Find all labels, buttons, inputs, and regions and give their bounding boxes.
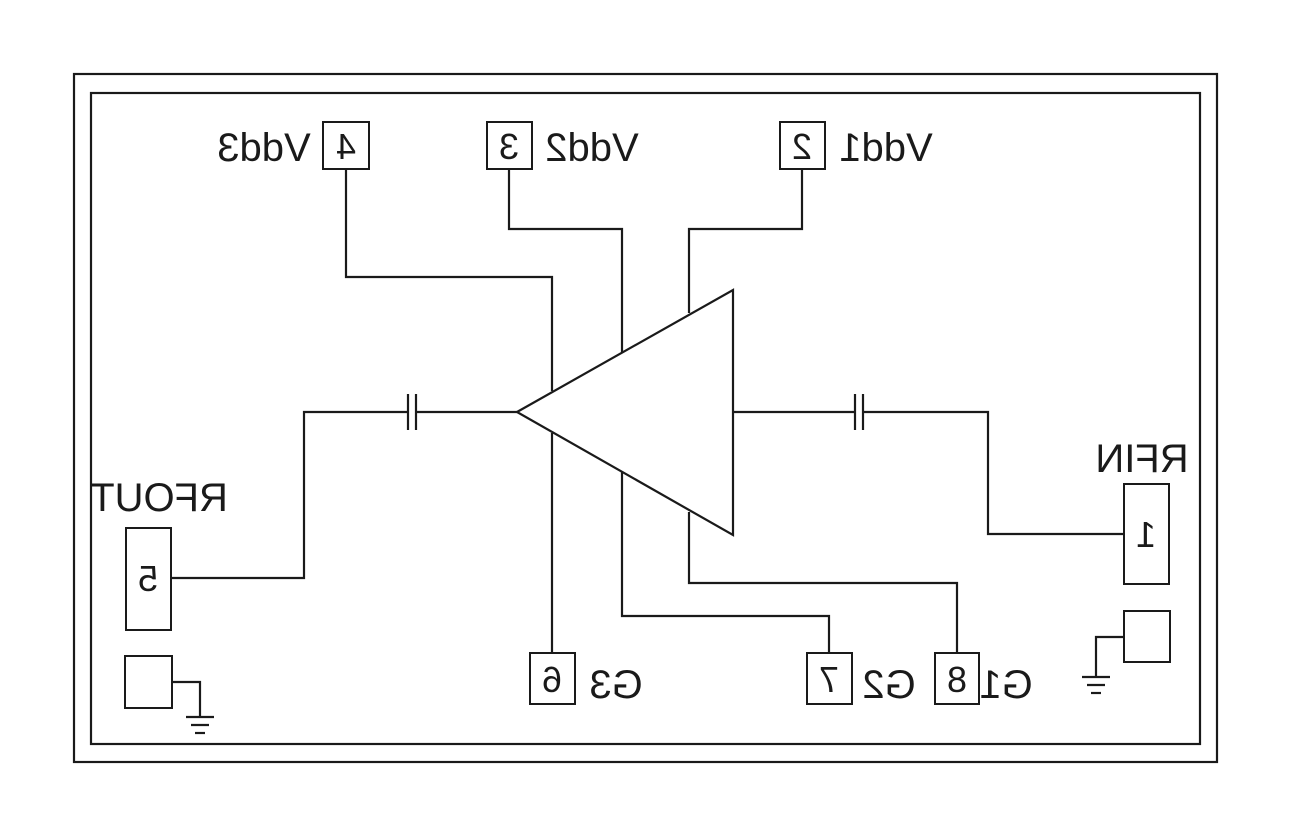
pin-5-box [125, 527, 172, 631]
pin-5: 5 RFOUT [90, 476, 228, 631]
pin-1: 1 RFIN [1095, 437, 1189, 585]
ground-icon [1082, 675, 1110, 695]
ground-pad-right [1082, 610, 1171, 695]
pin-5-number: 5 [138, 558, 158, 599]
pin-6-name: G3 [589, 663, 642, 707]
pin-8-number: 8 [947, 659, 967, 700]
g2-trace [620, 472, 831, 653]
pin-3-name: Vdd2 [545, 126, 638, 170]
pin-4-box [322, 121, 370, 170]
ground-pad-right-box [1123, 610, 1171, 663]
pin-5-name: RFOUT [90, 476, 228, 520]
ground-icon [186, 715, 214, 735]
pin-1-name: RFIN [1095, 437, 1188, 481]
ground-pad-left [124, 655, 214, 735]
pin-8-box [934, 652, 980, 705]
rfout-trace [171, 394, 517, 580]
package-outline [72, 72, 1219, 764]
pin-7-number: 7 [819, 659, 839, 700]
rfin-trace [733, 394, 1124, 536]
pin-3: 3 Vdd2 [486, 121, 639, 170]
pin-8: 8 G1 [934, 652, 1033, 707]
pin-2-number: 2 [792, 126, 812, 167]
pin-4-name: Vdd3 [217, 126, 310, 170]
pin-2: 2 Vdd1 [779, 121, 933, 170]
pin-3-number: 3 [499, 126, 519, 167]
pin-8-name: G1 [979, 663, 1032, 707]
pin-2-box [779, 121, 826, 170]
pin-7: 7 G2 [806, 652, 916, 707]
pin-6-box [529, 652, 576, 705]
amplifier-triangle-icon [514, 288, 735, 537]
g1-trace [687, 512, 959, 653]
pin-6: 6 G3 [529, 652, 643, 707]
pin-1-number: 1 [1136, 514, 1156, 555]
pin-2-name: Vdd1 [839, 126, 932, 170]
pin-4: 4 Vdd3 [217, 121, 370, 170]
ground-pad-left-box [124, 655, 173, 709]
vdd1-trace [687, 169, 804, 313]
vdd3-trace [344, 169, 554, 391]
pin-1-box [1123, 483, 1170, 585]
pin-7-name: G2 [862, 663, 915, 707]
pin-7-box [806, 652, 853, 705]
pin-3-box [486, 121, 533, 170]
pin-4-number: 4 [336, 126, 356, 167]
pin-6-number: 6 [542, 659, 562, 700]
vdd2-trace [507, 169, 624, 352]
